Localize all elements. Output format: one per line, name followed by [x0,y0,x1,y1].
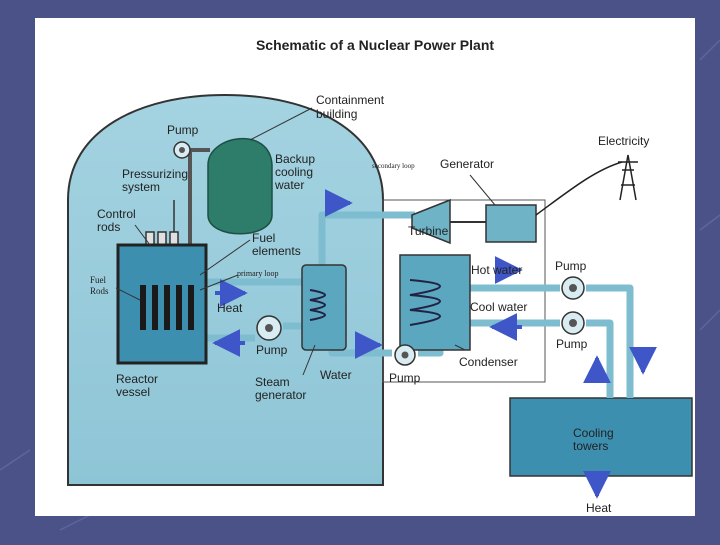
label-pump-hot: Pump [555,259,587,273]
label-reactor-vessel: Reactor vessel [116,372,161,399]
label-condenser: Condenser [459,355,518,369]
background-lines [0,39,720,531]
label-primary-loop: primary loop [237,269,279,278]
label-pump-condensate: Pump [389,371,421,385]
diagram-title: Schematic of a Nuclear Power Plant [256,37,494,53]
label-steam-generator: Steam generator [255,375,306,402]
label-fuel-elements: Fuel elements [252,231,301,258]
label-pressurizing-system: Pressurizing system [122,167,191,194]
turbine [411,198,451,245]
flow-arrows [212,189,657,499]
generator [485,204,537,243]
backup-cooling-tank [207,138,273,235]
label-pump-top: Pump [167,123,199,137]
label-electricity: Electricity [598,134,649,148]
condenser [399,254,471,351]
leader-lines [115,107,496,376]
label-fuel-rods: Fuel Rods [90,275,109,296]
label-secondary-loop: secondary loop [372,162,415,170]
label-water: Water [320,368,352,382]
label-cooling-towers: Cooling towers [573,426,617,453]
label-backup-cooling-water: Backup cooling water [274,152,318,192]
label-heat-left: Heat [217,301,243,315]
transmission-tower [535,154,638,216]
label-pump-primary: Pump [256,343,288,357]
label-heat-bottom: Heat [586,501,612,515]
label-hot-water: Hot water [471,263,522,277]
fuel-rods [140,285,194,330]
label-turbine: Turbine [408,224,449,238]
steam-generator [301,264,347,351]
label-containment-building: Containment building [316,93,387,121]
label-cool-water: Cool water [470,300,527,314]
label-pump-cool: Pump [556,337,588,351]
control-rods [145,200,179,249]
label-control-rods: Control rods [97,207,139,234]
label-generator: Generator [440,157,494,171]
cooling-towers-box [509,397,693,477]
